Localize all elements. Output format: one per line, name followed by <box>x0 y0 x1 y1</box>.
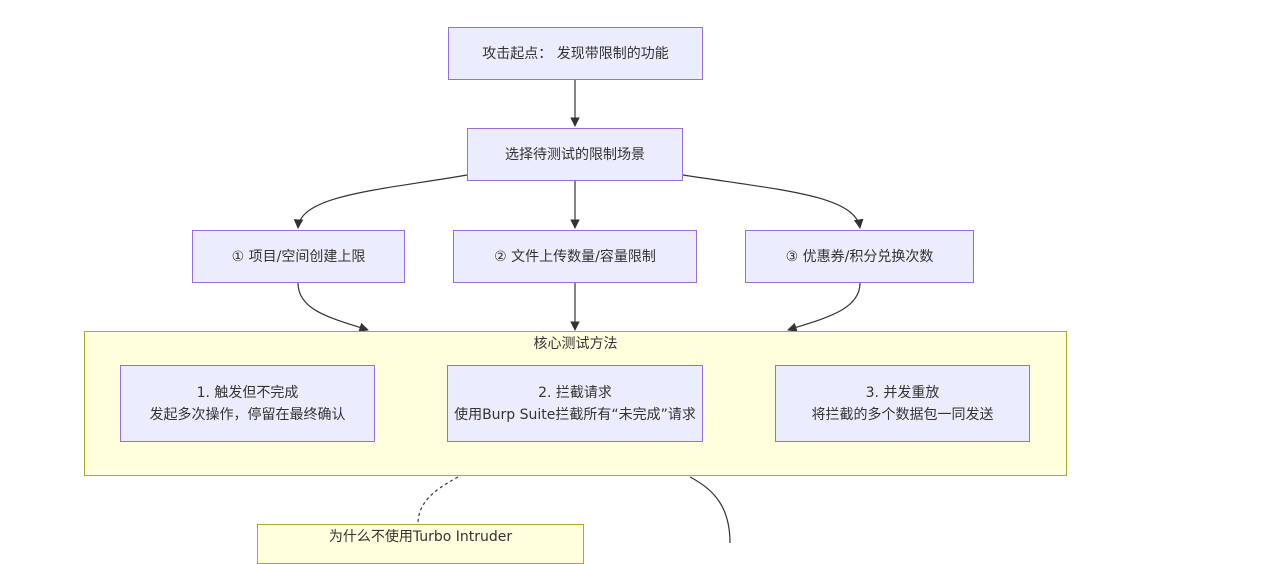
step-replay-title: 3. 并发重放 <box>865 384 940 401</box>
start-node-label: 攻击起点： 发现带限制的功能 <box>482 45 669 62</box>
step-trigger-node: 1. 触发但不完成 发起多次操作，停留在最终确认 <box>120 365 375 442</box>
select-scenario-label: 选择待测试的限制场景 <box>505 146 645 163</box>
step-intercept-node: 2. 拦截请求 使用Burp Suite拦截所有“未完成”请求 <box>447 365 703 442</box>
start-node: 攻击起点： 发现带限制的功能 <box>448 27 703 80</box>
scenario-project-limit-label: ① 项目/空间创建上限 <box>231 248 366 265</box>
scenario-project-limit-node: ① 项目/空间创建上限 <box>192 230 405 283</box>
select-scenario-node: 选择待测试的限制场景 <box>467 128 683 181</box>
edge-core-to-next <box>689 476 731 543</box>
edge-scenario-project-to-core <box>297 282 369 332</box>
edge-select-to-scenario-project <box>293 174 468 229</box>
edges-layer <box>293 80 864 543</box>
edge-scenario-coupon-to-core <box>787 282 861 332</box>
flowchart: 核心测试方法 为什么不使用Turbo Intruder 攻击起点： 发现带限制的… <box>84 27 1067 564</box>
step-replay-node: 3. 并发重放 将拦截的多个数据包一同发送 <box>775 365 1030 442</box>
why-not-title: 为什么不使用Turbo Intruder <box>328 529 513 545</box>
step-trigger-desc: 发起多次操作，停留在最终确认 <box>149 406 346 423</box>
edge-core-to-why-not <box>417 476 459 525</box>
step-replay-desc: 将拦截的多个数据包一同发送 <box>811 406 994 423</box>
step-intercept-desc: 使用Burp Suite拦截所有“未完成”请求 <box>454 406 696 423</box>
edge-select-to-scenario-coupon <box>682 174 864 229</box>
scenario-coupon-limit-label: ③ 优惠券/积分兑换次数 <box>785 248 934 265</box>
scenario-upload-limit-node: ② 文件上传数量/容量限制 <box>453 230 697 283</box>
scenario-upload-limit-label: ② 文件上传数量/容量限制 <box>494 248 656 265</box>
core-method-title: 核心测试方法 <box>533 336 618 352</box>
step-intercept-title: 2. 拦截请求 <box>538 384 612 401</box>
why-not-cluster: 为什么不使用Turbo Intruder <box>257 524 584 564</box>
step-trigger-title: 1. 触发但不完成 <box>196 384 299 401</box>
scenario-coupon-limit-node: ③ 优惠券/积分兑换次数 <box>745 230 974 283</box>
